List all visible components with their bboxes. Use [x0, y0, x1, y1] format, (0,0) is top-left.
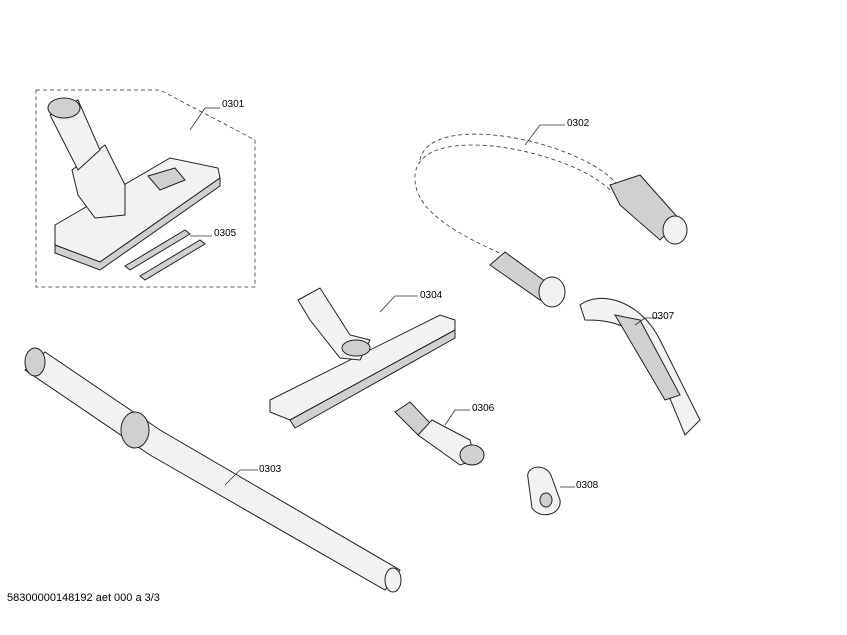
part-0305-drawing: [124, 229, 206, 281]
part-label-0307: 0307: [652, 311, 675, 322]
part-0304-drawing: [269, 287, 456, 429]
part-label-0302: 0302: [567, 118, 590, 129]
part-0306-drawing: [394, 401, 485, 466]
part-0307-drawing: [579, 297, 701, 436]
part-0303-drawing: [24, 347, 402, 593]
part-label-0305: 0305: [214, 228, 237, 239]
document-reference: 58300000148192 aet 000 a 3/3: [7, 592, 160, 604]
part-label-0301: 0301: [222, 99, 245, 110]
part-0301-drawing: [47, 97, 221, 271]
assembly-group-outline: [35, 89, 256, 288]
part-label-0306: 0306: [472, 403, 495, 414]
part-0302-drawing: [414, 133, 688, 308]
part-label-0304: 0304: [420, 290, 443, 301]
part-label-0303: 0303: [259, 464, 282, 475]
part-0308-drawing: [527, 466, 561, 516]
part-label-0308: 0308: [576, 480, 599, 491]
